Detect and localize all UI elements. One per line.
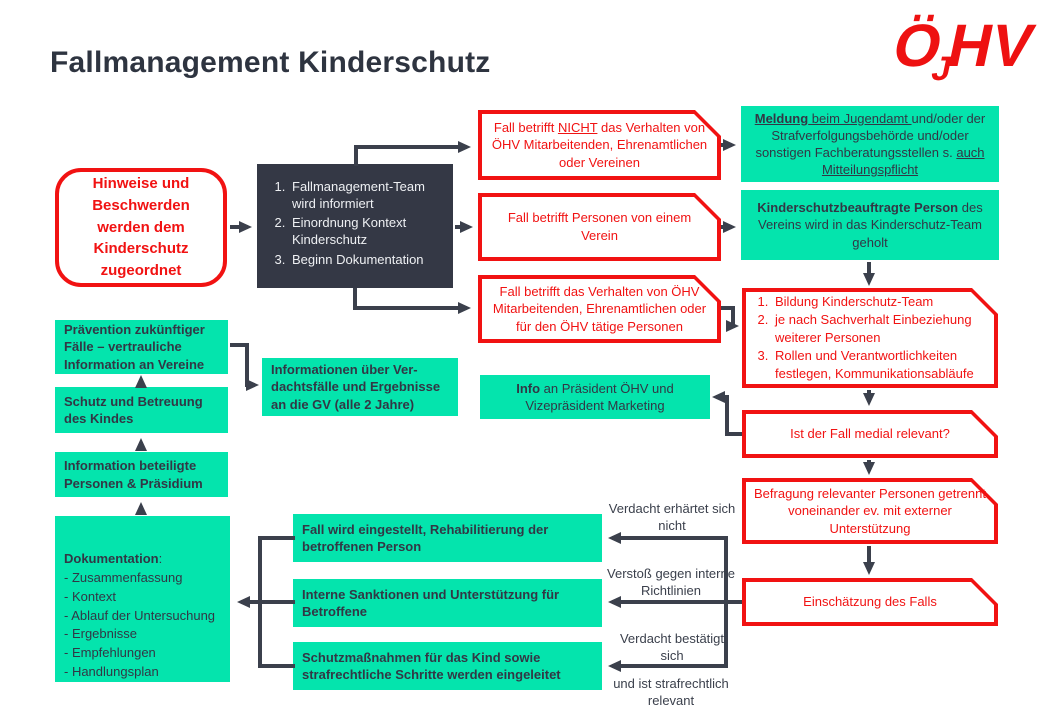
node-praevention: Prävention zukünftiger Fälle – vertrauli… (55, 320, 228, 374)
edge-praevention-to-gv (230, 343, 259, 391)
node-meldung-jugendamt: Meldung beim Jugendamt und/oder der Stra… (741, 106, 999, 182)
fallmanagement-steps-list: Fallmanagement-Team wird informiert Eino… (265, 178, 443, 268)
edge-team-to-fall-oehv (353, 288, 471, 314)
node-befragung: Befragung relevanter Personen getrennt v… (742, 478, 998, 544)
page-title: Fallmanagement Kinderschutz (50, 46, 491, 79)
node-bildung-kinderschutz-team: Bildung Kinderschutz-Team je nach Sachve… (742, 288, 998, 388)
dokumentation-item: - Empfehlungen (64, 645, 156, 661)
team-steps-list: Bildung Kinderschutz-Team je nach Sachve… (748, 293, 990, 384)
node-text: Ist der Fall medial relevant? (790, 426, 950, 442)
node-text: Bildung Kinderschutz-Team je nach Sachve… (742, 288, 998, 388)
step-item: Einordnung Kontext Kinderschutz (289, 214, 443, 248)
node-text: Schutzmaßnahmen für das Kind sowie straf… (302, 649, 561, 682)
step-item: Beginn Dokumentation (289, 251, 443, 268)
node-text: Fall betrifft Personen von einem Verein (507, 210, 692, 243)
node-info-praesident: Info an Präsident ÖHV und Vizepräsident … (480, 375, 710, 419)
node-text: Fall betrifft das Verhalten von ÖHV Mita… (492, 283, 707, 334)
node-text: Hinweise und Beschwerden werden dem Kind… (92, 175, 190, 280)
oejhv-logo: ÖJHV (885, 12, 1040, 91)
node-hinweise-beschwerden: Hinweise und Beschwerden werden dem Kind… (55, 168, 227, 287)
step-item: Rollen und Verantwortlichkeiten festlege… (772, 347, 990, 382)
node-schutzmassnahmen: Schutzmaßnahmen für das Kind sowie straf… (293, 642, 602, 690)
underlined-nicht: NICHT (557, 119, 598, 135)
node-text: Informationen über Ver-dachtsfälle und E… (271, 362, 441, 412)
step-item: Bildung Kinderschutz-Team (772, 293, 990, 311)
node-text: Fall betrifft NICHT das Verhalten von ÖH… (491, 119, 708, 170)
node-interne-sanktionen: Interne Sanktionen und Unterstützung für… (293, 579, 602, 627)
node-text: Kinderschutzbeauftragte Person des Verei… (757, 200, 983, 250)
node-text: Einschätzung des Falls (803, 594, 937, 610)
node-text: Prävention zukünftiger Fälle – vertrauli… (64, 322, 205, 372)
node-kinderschutzbeauftragte: Kinderschutzbeauftragte Person des Verei… (741, 190, 999, 260)
dokumentation-item: - Ablauf der Untersuchung (64, 607, 216, 623)
node-text: Info an Präsident ÖHV und Vizepräsident … (516, 380, 674, 413)
dokumentation-item: - Kontext (64, 588, 117, 604)
node-fall-eingestellt: Fall wird eingestellt, Rehabilitierung d… (293, 514, 602, 562)
dokumentation-item: - Ergebnisse (64, 626, 137, 642)
node-text: Befragung relevanter Personen getrennt v… (754, 485, 986, 536)
node-text: Meldung beim Jugendamt und/oder der Stra… (754, 110, 986, 178)
node-text: Information beteiligte Personen & Präsid… (64, 458, 203, 491)
node-fall-nicht-oehv: Fall betrifft NICHT das Verhalten von ÖH… (478, 110, 721, 180)
node-fall-verein: Fall betrifft Personen von einem Verein (478, 193, 721, 261)
node-schutz-betreuung: Schutz und Betreuung des Kindes (55, 387, 228, 433)
step-item: je nach Sachverhalt Einbeziehung weitere… (772, 311, 990, 346)
edge-falloehv-to-bildung (721, 306, 739, 332)
edge-label-strafrechtlich-relevant: und ist strafrechtlich relevant (613, 676, 729, 708)
node-medial-relevant: Ist der Fall medial relevant? (742, 410, 998, 458)
edge-label-verstoss-richtlinien: Verstoß gegen interne Richtlinien (607, 566, 735, 598)
node-dokumentation: Dokumentation: - Zusammenfassung - Konte… (55, 516, 230, 682)
node-gv-information: Informationen über Ver-dachtsfälle und E… (262, 358, 458, 416)
node-information-beteiligte: Information beteiligte Personen & Präsid… (55, 452, 228, 497)
edge-medial-to-info (712, 391, 742, 436)
node-fallmanagement-team: Fallmanagement-Team wird informiert Eino… (257, 164, 453, 288)
node-fall-oehv-verhalten: Fall betrifft das Verhalten von ÖHV Mita… (478, 275, 721, 343)
edge-label-verdacht-bestaetigt: Verdacht bestätigt sich (619, 631, 725, 663)
node-text: Interne Sanktionen und Unterstützung für… (302, 586, 560, 619)
step-item: Fallmanagement-Team wird informiert (289, 178, 443, 212)
node-text: Schutz und Betreuung des Kindes (64, 393, 203, 426)
dokumentation-item: - Handlungsplan (64, 664, 159, 680)
node-text: Fall wird eingestellt, Rehabilitierung d… (302, 521, 549, 554)
dokumentation-title: Dokumentation: (64, 551, 163, 566)
dokumentation-item: - Zusammenfassung (64, 569, 183, 585)
node-einschaetzung: Einschätzung des Falls (742, 578, 998, 626)
edge-label-verdacht-erhaertet-nicht: Verdacht erhärtet sich nicht (608, 501, 736, 533)
